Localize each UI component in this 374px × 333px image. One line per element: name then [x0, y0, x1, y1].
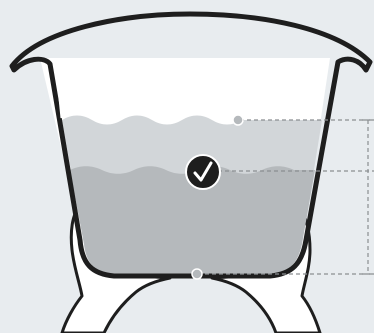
level-tick	[60, 98, 62, 118]
upper-level-dot	[233, 115, 243, 125]
check-circle-icon	[186, 155, 220, 189]
bottom-level-dot	[192, 269, 202, 279]
pot	[12, 14, 370, 276]
check-circle-bg	[186, 155, 220, 189]
